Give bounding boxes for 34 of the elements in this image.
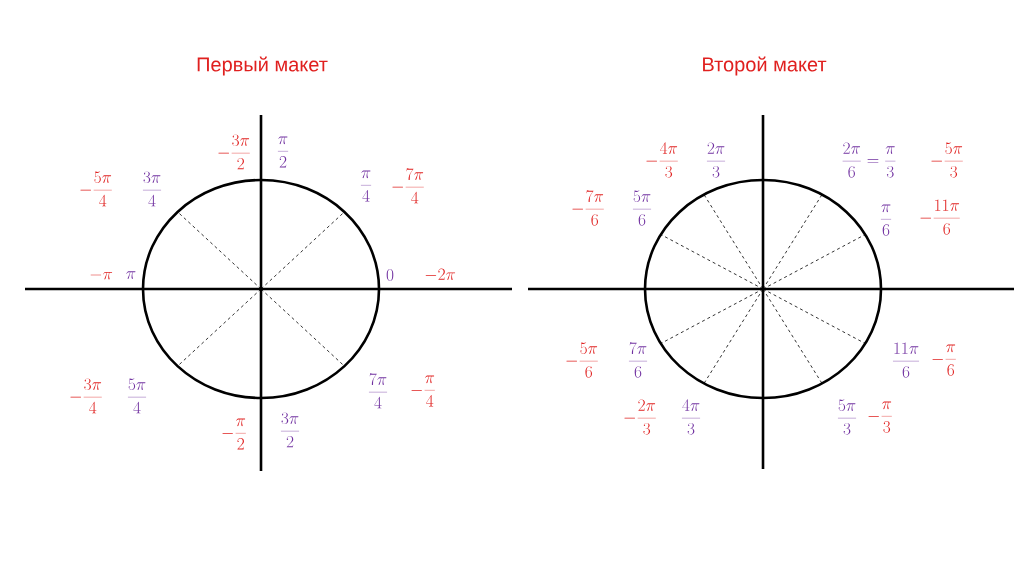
- angle-label: $-\frac{11\pi}{6}$: [920, 199, 960, 235]
- angle-label: $-\frac{5\pi}{6}$: [566, 342, 598, 378]
- angle-label: $\frac{2\pi}{6}=\frac{\pi}{3}$: [842, 142, 896, 178]
- angle-label: $\frac{5\pi}{3}$: [837, 399, 857, 435]
- angle-label: $-\frac{3\pi}{2}$: [218, 134, 250, 170]
- angle-label: $\frac{5\pi}{6}$: [632, 190, 652, 226]
- heading: Первый макет: [197, 56, 328, 76]
- heading: Второй макет: [703, 56, 827, 76]
- angle-label: $\frac{\pi}{2}$: [277, 136, 289, 168]
- angle-label: $\frac{\pi}{4}$: [360, 170, 372, 202]
- angle-label: $-\frac{2\pi}{3}$: [624, 399, 656, 435]
- angle-label: $\frac{7\pi}{6}$: [628, 342, 648, 378]
- angle-label: $-\frac{7\pi}{6}$: [572, 190, 604, 226]
- angle-label: $-\frac{\pi}{6}$: [932, 344, 956, 376]
- angle-label: $0$: [386, 269, 394, 281]
- angle-label: $-\frac{3\pi}{4}$: [70, 378, 102, 414]
- angle-label: $-\frac{\pi}{4}$: [411, 375, 435, 407]
- angle-label: $\frac{\pi}{6}$: [880, 204, 892, 236]
- angle-label: $-\frac{\pi}{2}$: [222, 418, 246, 450]
- angle-label: $\frac{2\pi}{3}$: [706, 142, 726, 178]
- angle-label: $\frac{7\pi}{4}$: [368, 373, 388, 409]
- angle-label: $-\frac{5\pi}{3}$: [931, 142, 963, 178]
- angle-label: $\pi$: [126, 271, 136, 279]
- angle-label: $-\frac{7\pi}{4}$: [392, 168, 424, 204]
- angle-label: $-\frac{4\pi}{3}$: [646, 142, 678, 178]
- angle-label: $-2\pi$: [425, 268, 456, 281]
- angle-label: $\frac{4\pi}{3}$: [681, 399, 701, 435]
- angle-label: $\frac{3\pi}{4}$: [142, 171, 162, 207]
- angle-label: $\frac{11\pi}{6}$: [893, 342, 920, 378]
- angle-label: $\frac{5\pi}{4}$: [127, 378, 147, 414]
- angle-label: $-\pi$: [90, 271, 113, 280]
- angle-label: $\frac{3\pi}{2}$: [280, 412, 300, 448]
- angle-label: $-\frac{5\pi}{4}$: [80, 171, 112, 207]
- angle-label: $-\frac{\pi}{3}$: [868, 401, 892, 433]
